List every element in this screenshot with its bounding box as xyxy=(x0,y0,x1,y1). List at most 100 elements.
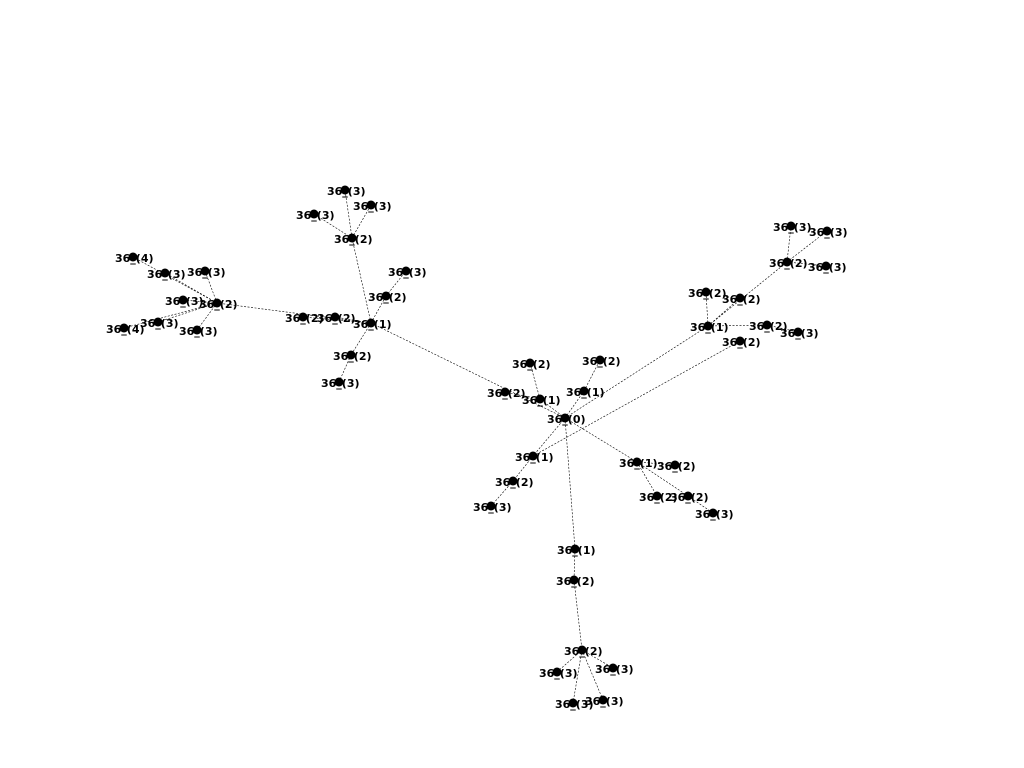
graph-node: 36_(4) xyxy=(115,252,154,265)
graph-node: 36_(3) xyxy=(773,221,812,234)
node-dot xyxy=(212,298,222,308)
node-dot xyxy=(632,457,642,467)
graph-node: 36_(3) xyxy=(539,667,578,680)
graph-edge xyxy=(532,340,741,457)
graph-node: 36_(1) xyxy=(690,321,729,334)
node-dot xyxy=(735,336,745,346)
graph-edge xyxy=(182,299,218,304)
graph-edges xyxy=(123,189,828,704)
node-dot xyxy=(525,358,535,368)
graph-node: 36_(3) xyxy=(473,501,512,514)
graph-node: 36_(2) xyxy=(495,476,534,489)
node-dot xyxy=(334,377,344,387)
graph-node: 36_(3) xyxy=(147,268,186,281)
node-dot xyxy=(577,645,587,655)
graph-edge xyxy=(529,362,541,400)
graph-node: 36_(0) xyxy=(547,413,586,426)
graph-node: 36_(1) xyxy=(566,386,605,399)
graph-edge xyxy=(786,225,792,263)
graph-node: 36_(2) xyxy=(368,291,407,304)
graph-node: 36_(3) xyxy=(808,261,847,274)
graph-nodes: 36_(0)36_(1)36_(1)36_(1)36_(1)36_(1)36_(… xyxy=(106,185,848,711)
graph-edge xyxy=(370,322,566,419)
graph-node: 36_(3) xyxy=(353,200,392,213)
graph-node: 36_(3) xyxy=(165,295,204,308)
node-dot xyxy=(821,261,831,271)
node-dot xyxy=(401,266,411,276)
graph-edge xyxy=(204,270,218,304)
graph-node: 36_(2) xyxy=(564,645,603,658)
graph-edge xyxy=(572,649,583,704)
node-dot xyxy=(608,663,618,673)
graph-node: 36_(2) xyxy=(722,336,761,349)
node-dot xyxy=(735,293,745,303)
graph-node: 36_(3) xyxy=(296,209,335,222)
node-dot xyxy=(119,323,129,333)
node-dot xyxy=(309,209,319,219)
node-dot xyxy=(701,287,711,297)
node-dot xyxy=(128,252,138,262)
node-dot xyxy=(786,221,796,231)
node-dot xyxy=(670,460,680,470)
node-dot xyxy=(579,386,589,396)
node-dot xyxy=(340,185,350,195)
graph-node: 36_(2) xyxy=(582,355,621,368)
graph-node: 36_(2) xyxy=(769,257,808,270)
node-dot xyxy=(500,387,510,397)
graph-edge xyxy=(636,461,658,497)
graph-edge xyxy=(786,261,827,267)
node-dot xyxy=(153,317,163,327)
graph-node: 36_(3) xyxy=(187,266,226,279)
node-dot xyxy=(298,312,308,322)
graph-edge xyxy=(338,354,352,383)
node-dot xyxy=(366,318,376,328)
graph-node: 36_(3) xyxy=(327,185,366,198)
graph-node: 36_(3) xyxy=(695,508,734,521)
node-dot xyxy=(708,508,718,518)
graph-edge xyxy=(636,461,676,466)
node-dot xyxy=(703,321,713,331)
node-dot xyxy=(346,350,356,360)
graph-edge xyxy=(132,256,218,304)
graph-node: 36_(2) xyxy=(722,293,761,306)
node-dot xyxy=(486,501,496,511)
graph-edge xyxy=(766,324,799,333)
graph-node: 36_(2) xyxy=(317,312,356,325)
graph-edge xyxy=(532,417,566,457)
graph-node: 36_(2) xyxy=(334,233,373,246)
node-dot xyxy=(568,698,578,708)
graph-node: 36_(3) xyxy=(555,698,594,711)
graph-edge xyxy=(216,302,372,324)
graph-edge xyxy=(504,391,541,400)
node-dot xyxy=(178,295,188,305)
graph-node: 36_(2) xyxy=(333,350,372,363)
graph-edge xyxy=(573,548,576,581)
graph-node: 36_(2) xyxy=(670,491,709,504)
node-dot xyxy=(652,491,662,501)
node-dot xyxy=(570,544,580,554)
graph-node: 36_(1) xyxy=(353,318,392,331)
node-dot xyxy=(552,667,562,677)
node-dot xyxy=(782,257,792,267)
node-dot xyxy=(200,266,210,276)
graph-edge xyxy=(705,291,709,327)
graph-node: 36_(2) xyxy=(512,358,551,371)
node-dot xyxy=(569,575,579,585)
graph-node: 36_(2) xyxy=(688,287,727,300)
node-dot xyxy=(528,451,538,461)
node-dot xyxy=(160,268,170,278)
node-dot xyxy=(762,320,772,330)
graph-edge xyxy=(334,316,372,324)
graph-node: 36_(2) xyxy=(487,387,526,400)
graph-edge xyxy=(351,237,372,324)
graph-edge xyxy=(370,295,387,324)
graph-node: 36_(3) xyxy=(179,325,218,338)
graph-edge xyxy=(573,579,583,651)
node-dot xyxy=(535,394,545,404)
graph-node: 36_(1) xyxy=(619,457,658,470)
graph-node: 36_(3) xyxy=(140,317,179,330)
node-dot xyxy=(598,695,608,705)
graph-node: 36_(3) xyxy=(595,663,634,676)
node-dot xyxy=(822,226,832,236)
graph-node: 36_(1) xyxy=(522,394,561,407)
